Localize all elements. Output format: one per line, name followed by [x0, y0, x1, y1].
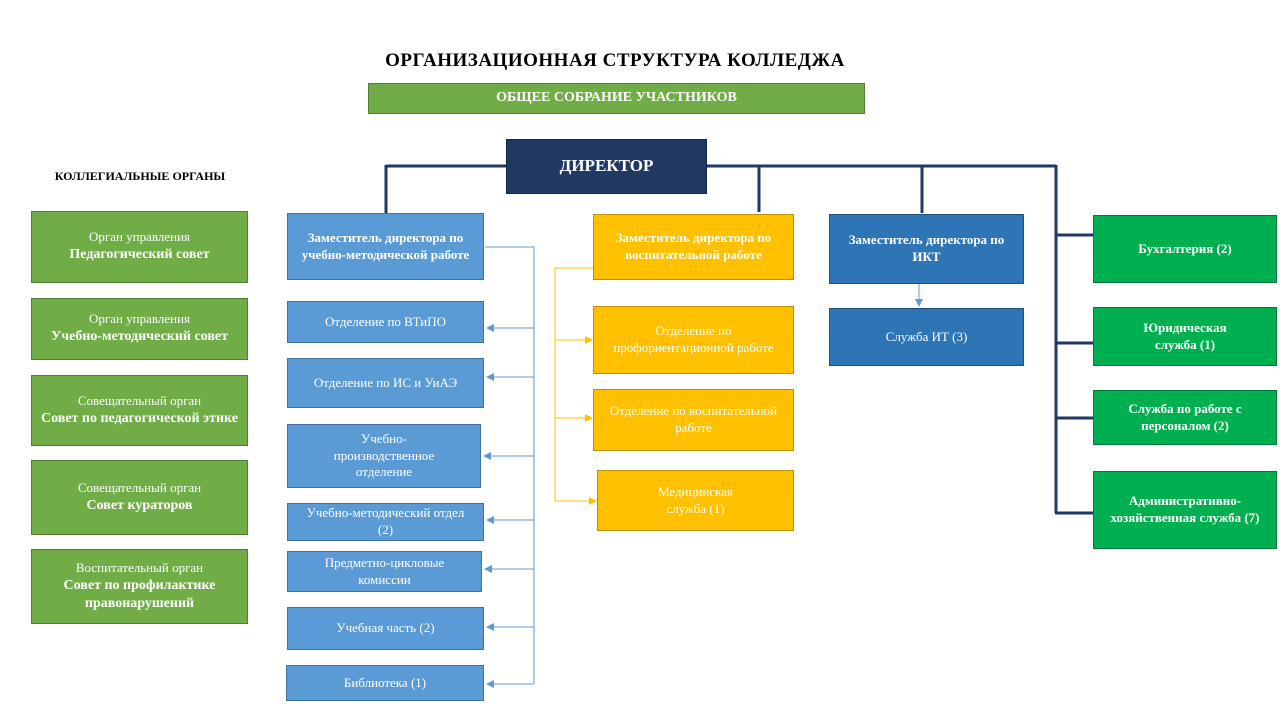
service-accounting[interactable]: Бухгалтерия (2)	[1093, 215, 1277, 283]
collegial-item-name: Совет по педагогической этике	[41, 410, 238, 426]
unit-label: Учебная часть (2)	[336, 620, 435, 636]
unit-label: Учебно-методический отдел (2)	[306, 505, 465, 537]
unit-label: Учебно-производственное отделение	[333, 430, 435, 480]
unit-career-guidance[interactable]: Отделение по профориентационной работе	[593, 306, 794, 374]
collegial-bodies-heading: КОЛЛЕГИАЛЬНЫЕ ОРГАНЫ	[54, 169, 226, 183]
service-administrative[interactable]: Административно-хозяйственная служба (7)	[1093, 471, 1277, 549]
unit-label: Отделение по ВТиПО	[324, 313, 447, 329]
collegial-item-name: Совет кураторов	[86, 497, 193, 513]
unit-upbringing-dept[interactable]: Отделение по воспитательной работе	[593, 389, 794, 451]
unit-label: Отделение по воспитательной работе	[609, 403, 778, 435]
deputy-academic-label: Заместитель директора по учебно-методиче…	[301, 229, 470, 262]
unit-is-uiae[interactable]: Отделение по ИС и УиАЭ	[287, 358, 484, 408]
director-box[interactable]: ДИРЕКТОР	[506, 139, 707, 194]
deputy-upbringing-box[interactable]: Заместитель директора по воспитательной …	[593, 214, 794, 280]
service-label: Юридическая служба (1)	[1143, 319, 1227, 352]
collegial-item-type: Воспитательный орган	[75, 559, 204, 575]
page-title: ОРГАНИЗАЦИОННАЯ СТРУКТУРА КОЛЛЕДЖА	[385, 50, 845, 71]
unit-label: Библиотека (1)	[343, 674, 427, 690]
unit-medical-service[interactable]: Медицинская служба (1)	[597, 470, 794, 531]
deputy-academic-box[interactable]: Заместитель директора по учебно-методиче…	[287, 213, 484, 280]
collegial-item-name: Совет по профилактике правонарушений	[63, 577, 216, 611]
general-assembly-box[interactable]: ОБЩЕЕ СОБРАНИЕ УЧАСТНИКОВ	[368, 83, 865, 114]
service-label: Бухгалтерия (2)	[1138, 240, 1232, 256]
service-label: Служба по работе с персоналом (2)	[1128, 400, 1242, 433]
deputy-upbringing-label: Заместитель директора по воспитательной …	[615, 230, 772, 262]
unit-library[interactable]: Библиотека (1)	[286, 665, 484, 701]
collegial-item-name: Учебно-методический совет	[50, 329, 228, 345]
collegial-item-curators-council[interactable]: Совещательный орган Совет кураторов	[31, 460, 248, 535]
collegial-item-name: Педагогический совет	[69, 247, 210, 263]
collegial-item-type: Совещательный орган	[77, 479, 202, 495]
unit-production[interactable]: Учебно-производственное отделение	[287, 424, 481, 488]
deputy-ict-label: Заместитель директора по ИКТ	[848, 232, 1005, 264]
unit-academic-office[interactable]: Учебная часть (2)	[287, 607, 484, 650]
general-assembly-label: ОБЩЕЕ СОБРАНИЕ УЧАСТНИКОВ	[496, 90, 737, 106]
unit-label: Медицинская служба (1)	[657, 483, 734, 516]
collegial-item-pedagogical-council[interactable]: Орган управления Педагогический совет	[31, 211, 248, 283]
collegial-item-prevention-council[interactable]: Воспитательный орган Совет по профилакти…	[31, 549, 248, 624]
collegial-item-type: Совещательный орган	[77, 392, 202, 408]
director-label: ДИРЕКТОР	[559, 156, 654, 176]
service-label: Административно-хозяйственная служба (7)	[1110, 493, 1260, 525]
unit-subject-commissions[interactable]: Предметно-цикловые комиссии	[287, 551, 482, 592]
unit-label: Служба ИТ (3)	[885, 328, 968, 344]
service-legal[interactable]: Юридическая служба (1)	[1093, 307, 1277, 366]
service-hr[interactable]: Служба по работе с персоналом (2)	[1093, 390, 1277, 445]
collegial-item-type: Орган управления	[88, 311, 191, 327]
unit-vtipo[interactable]: Отделение по ВТиПО	[287, 301, 484, 343]
collegial-item-type: Орган управления	[88, 229, 191, 245]
collegial-item-methodical-council[interactable]: Орган управления Учебно-методический сов…	[31, 298, 248, 360]
unit-methodical-dept[interactable]: Учебно-методический отдел (2)	[287, 503, 484, 541]
unit-label: Отделение по ИС и УиАЭ	[313, 374, 458, 390]
deputy-ict-box[interactable]: Заместитель директора по ИКТ	[829, 214, 1024, 284]
unit-label: Предметно-цикловые комиссии	[324, 554, 445, 587]
collegial-item-ethics-council[interactable]: Совещательный орган Совет по педагогичес…	[31, 375, 248, 446]
unit-it-service[interactable]: Служба ИТ (3)	[829, 308, 1024, 366]
unit-label: Отделение по профориентационной работе	[613, 323, 774, 355]
